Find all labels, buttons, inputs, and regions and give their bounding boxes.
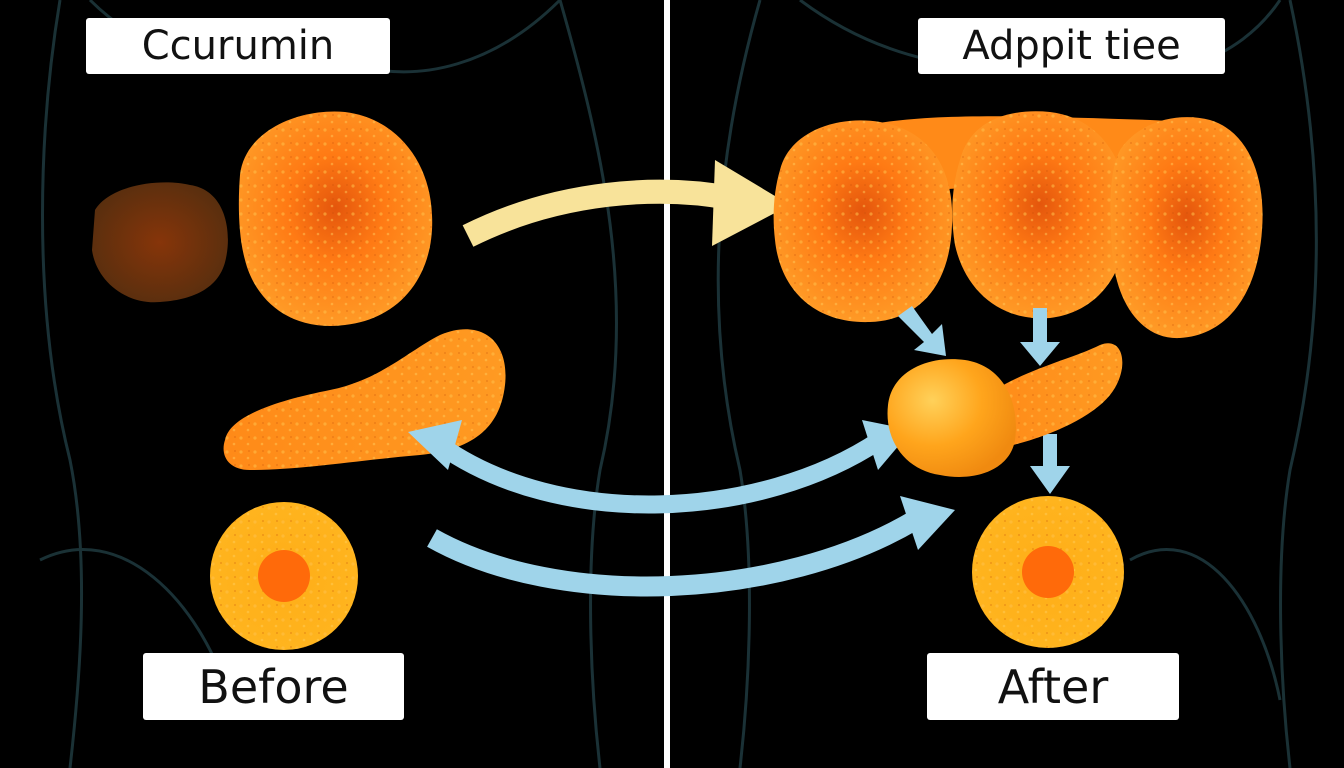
elongated-cell-left (223, 329, 506, 470)
label-curcumin: Ccurumin (86, 18, 390, 74)
label-after: After (927, 653, 1179, 720)
arrow-before-to-after (427, 496, 955, 597)
arrow-double-exchange (408, 420, 912, 514)
dim-fat-cell (92, 182, 228, 303)
merged-cell-right (887, 343, 1123, 477)
fat-cell-cluster-right (773, 111, 1263, 339)
large-fat-cell-left (238, 111, 433, 326)
round-cell-before (210, 502, 358, 650)
label-adipose-tissue: Adppit tiee (918, 18, 1225, 74)
small-arrows-down (898, 306, 1070, 494)
arrow-curcumin-to-tissue (462, 160, 790, 247)
round-cell-after (972, 496, 1124, 648)
label-before: Before (143, 653, 404, 720)
center-divider (664, 0, 670, 768)
